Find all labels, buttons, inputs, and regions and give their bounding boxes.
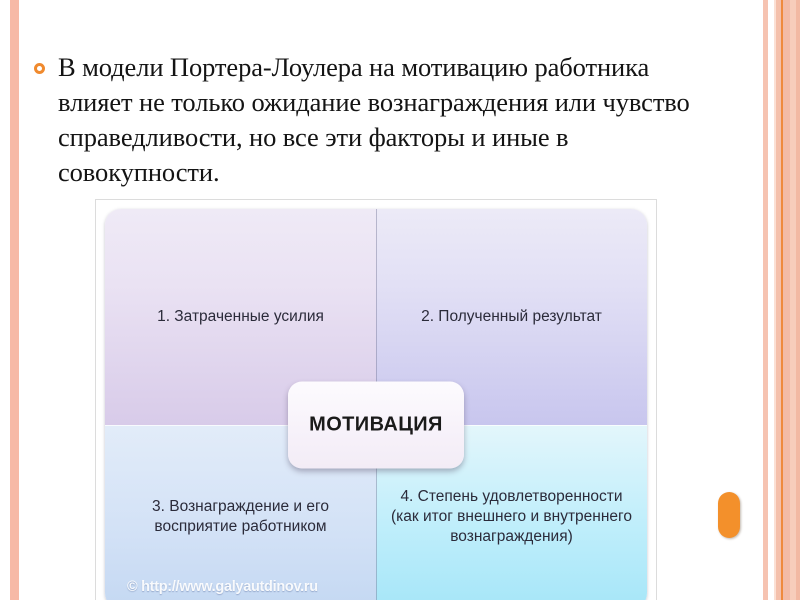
- quadrant-1-label: 1. Затраченные усилия: [157, 308, 324, 326]
- diagram-inner-panel: 1. Затраченные усилия 2. Полученный резу…: [105, 209, 647, 600]
- quadrant-2-label: 2. Полученный результат: [421, 308, 602, 326]
- watermark-text: © http://www.galyautdinov.ru: [127, 579, 318, 595]
- bullet-paragraph: В модели Портера-Лоулера на мотивацию ра…: [34, 50, 734, 190]
- quadrant-1-effort: 1. Затраченные усилия: [105, 209, 376, 425]
- quadrant-4-label: 4. Степень удовлетворенности (как итог в…: [391, 488, 632, 545]
- motivation-diagram: 1. Затраченные усилия 2. Полученный резу…: [95, 199, 657, 600]
- bullet-text: В модели Портера-Лоулера на мотивацию ра…: [58, 52, 690, 187]
- ring-bullet-icon: [34, 63, 45, 74]
- right-thin-decorative-bar: [763, 0, 768, 600]
- right-decorative-band: [774, 0, 800, 600]
- quadrant-4-satisfaction: 4. Степень удовлетворенности (как итог в…: [376, 425, 647, 600]
- center-motivation-label: МОТИВАЦИЯ: [309, 413, 443, 436]
- center-motivation-box: МОТИВАЦИЯ: [288, 381, 464, 469]
- left-decorative-bar: [10, 0, 19, 600]
- quadrant-3-label: 3. Вознаграждение и его восприятие работ…: [152, 498, 329, 535]
- orange-half-disc-decoration: [718, 492, 740, 538]
